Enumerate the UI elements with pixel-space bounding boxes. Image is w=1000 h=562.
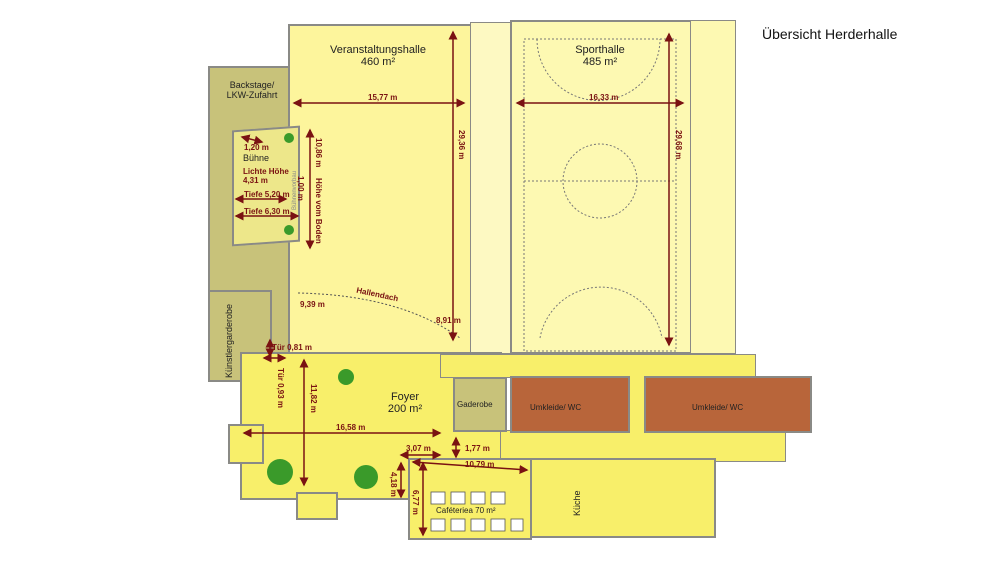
room-name: Sporthalle: [575, 44, 625, 56]
dim-stage-height-label: Höhe vom Boden: [314, 178, 323, 244]
sport-court-markings: [523, 38, 677, 352]
dim-door-1: Tür 0,81 m: [272, 343, 313, 352]
clear-height-label: Lichte Höhe 4,31 m: [243, 167, 289, 185]
backstage-label: Backstage/ LKW-Zufahrt: [226, 80, 278, 100]
dim-stage-width: 10,86 m: [314, 138, 323, 168]
side-rooms-right: [690, 20, 736, 354]
corridor-middle: [628, 376, 646, 432]
umkleide-room-2: [644, 376, 812, 433]
room-area: 460 m²: [360, 56, 396, 68]
dim-sport-length: 29,68 m: [674, 130, 683, 160]
umkleide-room-1: [510, 376, 630, 433]
plants: [267, 133, 378, 489]
dim-stage-depth-1: Tiefe 5,20 m: [244, 190, 290, 199]
dim-door-2: Tür 0,93 m: [276, 368, 285, 409]
dimension-lines: [234, 30, 685, 537]
room-name: Veranstaltungshalle: [329, 44, 426, 56]
dim-sport-width: 16,33 m: [589, 93, 619, 102]
cafeteria-label: Caféteriea 70 m²: [436, 506, 496, 515]
foyer-label: Foyer 200 m²: [387, 391, 423, 415]
dim-stage-top: 1,20 m: [244, 143, 269, 152]
corridor-south: [500, 430, 786, 462]
dim-stage-height: 1,00 m: [296, 176, 305, 201]
hallendach-line: [297, 292, 461, 339]
dim-hall-width: 15,77 m: [368, 93, 398, 102]
dim-foyer-depth: 11,82 m: [309, 384, 318, 413]
kueche-room: [530, 458, 716, 538]
umkleide-1-label: Umkleide/ WC: [530, 403, 582, 412]
dim-1079: 10,79 m: [465, 460, 495, 469]
page-title: Übersicht Herderhalle: [762, 26, 898, 42]
dim-418: 4,18 m: [389, 472, 398, 497]
dim-177: 1,77 m: [465, 444, 490, 453]
gaderobe-label: Gaderobe: [457, 400, 493, 409]
dim-307: 3,07 m: [406, 444, 431, 453]
sporthalle-room: [510, 20, 692, 354]
dim-hall-length: 29,36 m: [457, 130, 466, 160]
kuenstlergarderobe-label: Künstlergarderobe: [224, 303, 234, 378]
veranstaltungshalle-label: Veranstaltungshalle 460 m²: [318, 44, 438, 68]
umkleide-2-label: Umkleide/ WC: [692, 403, 744, 412]
cafeteria-tables: [430, 491, 524, 532]
dim-stage-depth-2: Tiefe 6,30 m: [244, 207, 290, 216]
dim-foyer-width: 16,58 m: [336, 423, 366, 432]
dim-677: 6,77 m: [411, 490, 420, 515]
entrance-south: [296, 492, 338, 520]
dim-roof-left: 9,39 m: [300, 300, 325, 309]
gaderobe-room: [453, 377, 507, 432]
buehne-label: Bühne: [243, 153, 270, 163]
kueche-label: Küche: [572, 490, 582, 516]
dim-roof-right: 8,91 m: [436, 316, 461, 325]
room-area: 485 m²: [582, 56, 618, 68]
sporthalle-label: Sporthalle 485 m²: [560, 44, 640, 68]
